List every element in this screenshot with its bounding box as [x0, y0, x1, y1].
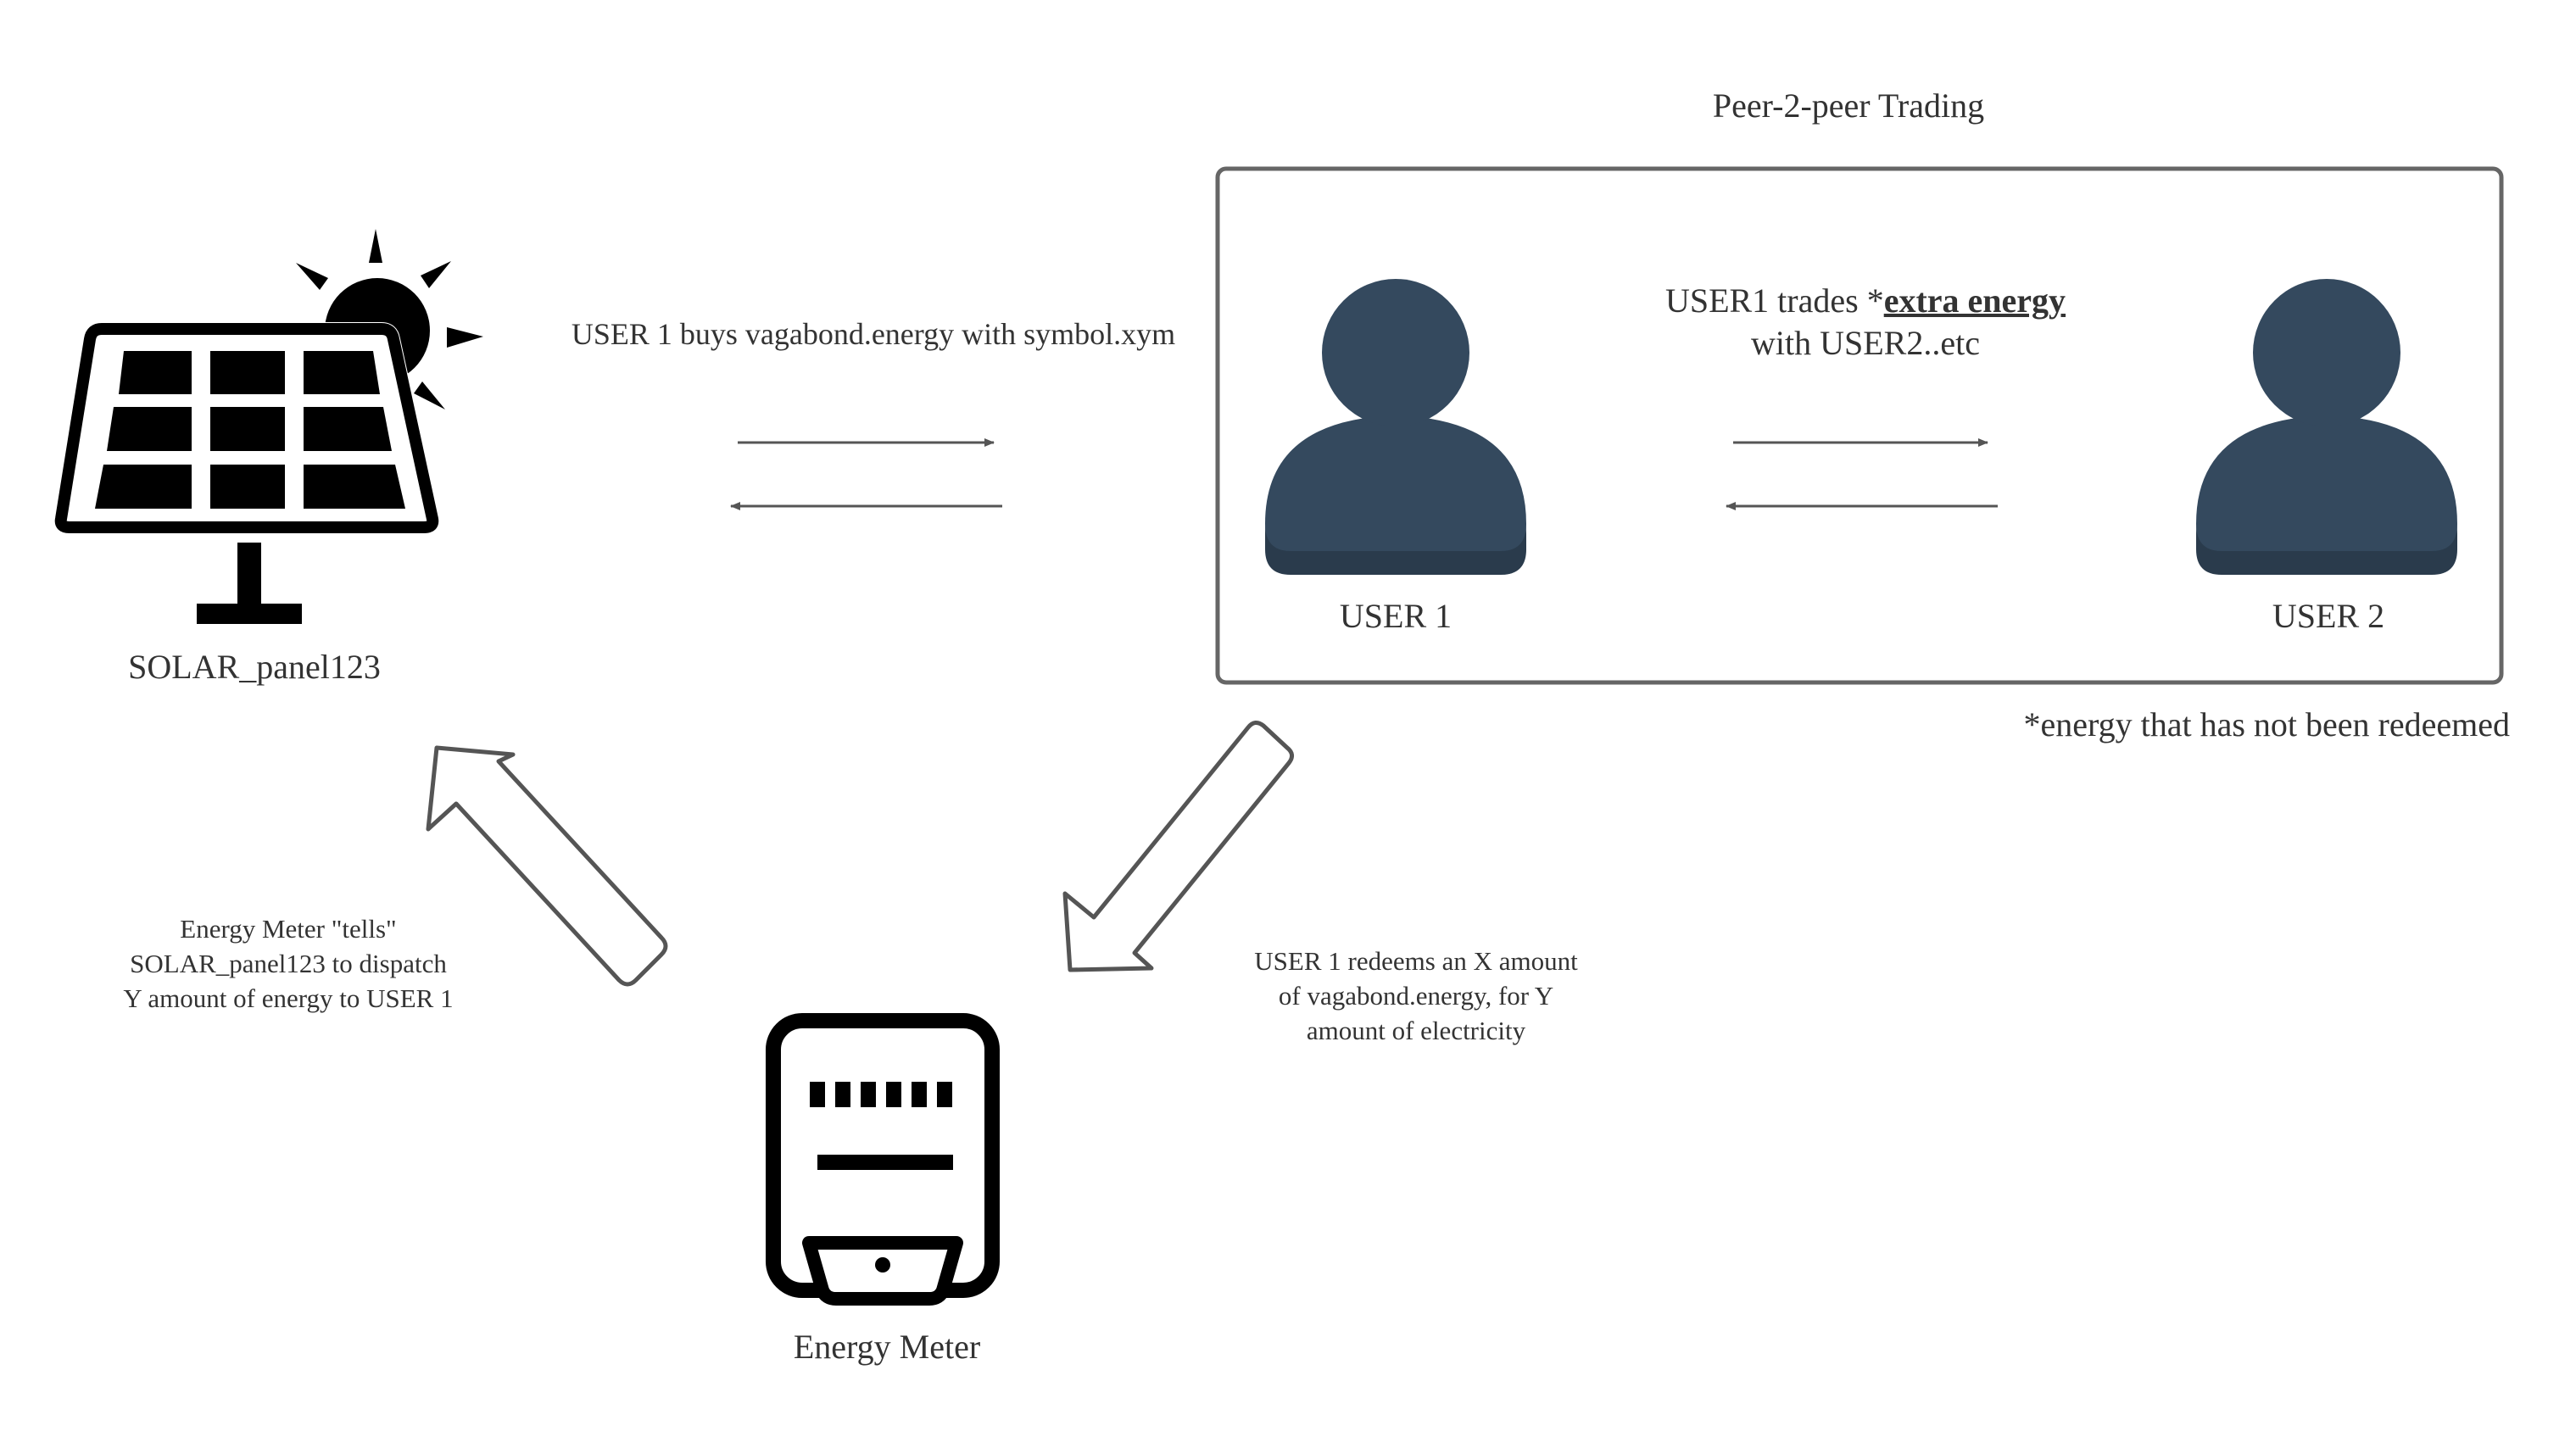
- meter-label: Energy Meter: [793, 1328, 981, 1366]
- solar-label: SOLAR_panel123: [128, 648, 381, 686]
- trade-label: USER1 trades *extra energy with USER2..e…: [1594, 280, 2137, 365]
- p2p-trading-box: [1215, 166, 2504, 685]
- meter-tells-line: Y amount of energy to USER 1: [123, 983, 454, 1013]
- footnote: *energy that has not been redeemed: [2023, 705, 2510, 743]
- meter-tells-line: Energy Meter "tells": [180, 914, 397, 944]
- trade-label-line2: with USER2..etc: [1751, 324, 1980, 362]
- block-arrow-to-solar: [426, 745, 668, 987]
- redeem-line: amount of electricity: [1306, 1015, 1526, 1045]
- solar-panel-icon: [53, 229, 483, 624]
- p2p-title: Peer-2-peer Trading: [1712, 86, 1985, 125]
- trade-label-emphasis: extra energy: [1883, 281, 2066, 320]
- redeem-line: of vagabond.energy, for Y: [1278, 980, 1554, 1011]
- redeem-line: USER 1 redeems an X amount: [1254, 946, 1578, 976]
- meter-tells-line: SOLAR_panel123 to dispatch: [130, 948, 447, 978]
- redeem-label: USER 1 redeems an X amount of vagabond.e…: [1213, 944, 1620, 1049]
- user1-label: USER 1: [1339, 597, 1452, 635]
- buy-label: USER 1 buys vagabond.energy with symbol.…: [571, 317, 1176, 351]
- meter-tells-label: Energy Meter "tells" SOLAR_panel123 to d…: [85, 912, 492, 1016]
- user1-icon: [1265, 279, 1526, 575]
- trade-label-prefix: USER1 trades *: [1664, 281, 1884, 320]
- energy-meter-icon: [766, 1013, 1000, 1306]
- user2-label: USER 2: [2272, 597, 2385, 635]
- user2-icon: [2196, 279, 2457, 575]
